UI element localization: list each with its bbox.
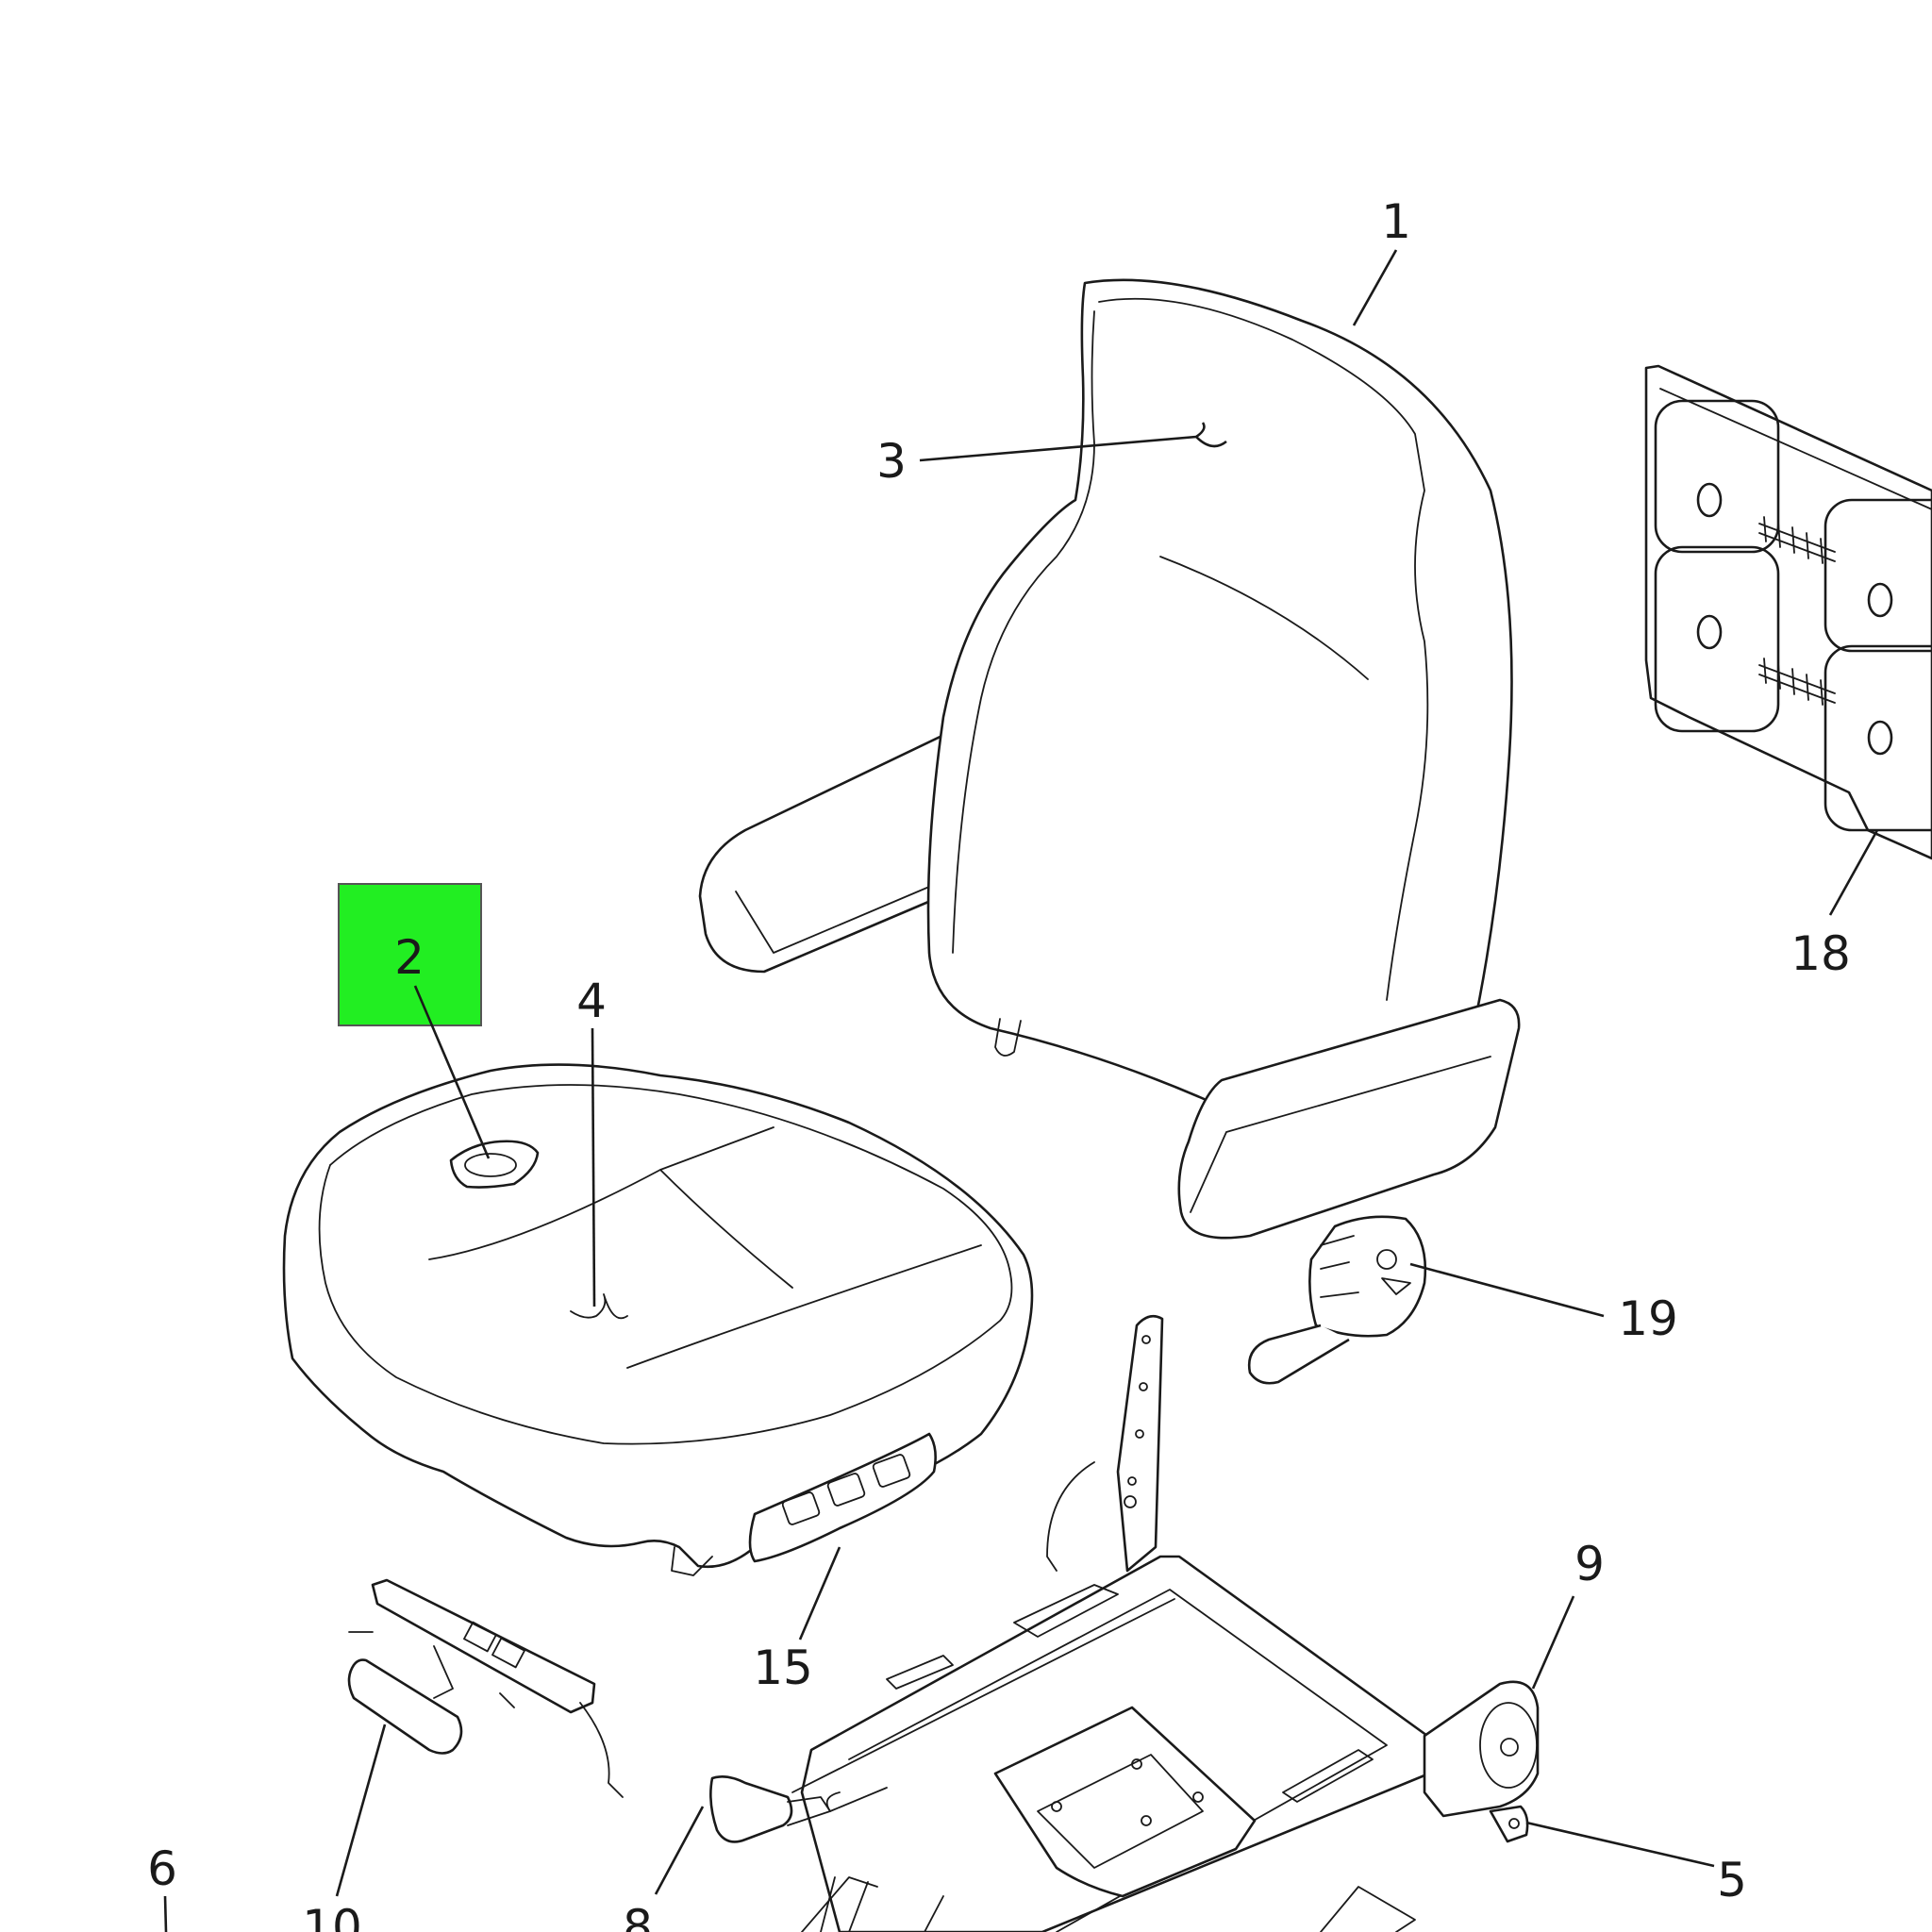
leader-5 (1525, 1821, 1715, 1868)
leader-19 (1409, 1262, 1605, 1318)
leader-2 (413, 985, 491, 1159)
seat-frame-base (709, 1314, 1540, 1932)
callout-15[interactable]: 15 (753, 1641, 813, 1695)
callout-3[interactable]: 3 (876, 434, 907, 489)
leader-15 (798, 1546, 841, 1641)
leader-6 (163, 1895, 168, 1932)
leader-3 (919, 422, 1227, 462)
leader-4 (591, 1027, 596, 1307)
callout-18[interactable]: 18 (1790, 926, 1851, 981)
leader-9 (1531, 1595, 1575, 1690)
callout-4[interactable]: 4 (576, 974, 607, 1028)
callout-9[interactable]: 9 (1574, 1537, 1605, 1591)
part-1-seat-back (698, 278, 1521, 1240)
callout-labels: 1 2 3 4 5 6 8 9 10 15 18 19 (147, 194, 1851, 1932)
callout-2-highlight (338, 883, 482, 1026)
callout-8[interactable]: 8 (623, 1900, 653, 1932)
callout-19[interactable]: 19 (1618, 1291, 1678, 1346)
callout-2[interactable]: 2 (394, 930, 425, 985)
leader-10 (335, 1724, 387, 1897)
part-19-recliner (1247, 1215, 1427, 1385)
callout-5[interactable]: 5 (1717, 1853, 1747, 1907)
leader-8 (654, 1806, 705, 1895)
callout-1[interactable]: 1 (1381, 194, 1411, 249)
callout-leader-lines (163, 249, 1879, 1932)
part-4-seat-cushion (282, 1063, 1034, 1576)
part-18-bracket-plate (1644, 364, 1932, 860)
callout-6[interactable]: 6 (147, 1841, 177, 1896)
leader-1 (1352, 249, 1398, 326)
part-10-adjuster (347, 1578, 624, 1798)
leader-18 (1828, 829, 1879, 916)
callout-10[interactable]: 10 (302, 1900, 362, 1932)
